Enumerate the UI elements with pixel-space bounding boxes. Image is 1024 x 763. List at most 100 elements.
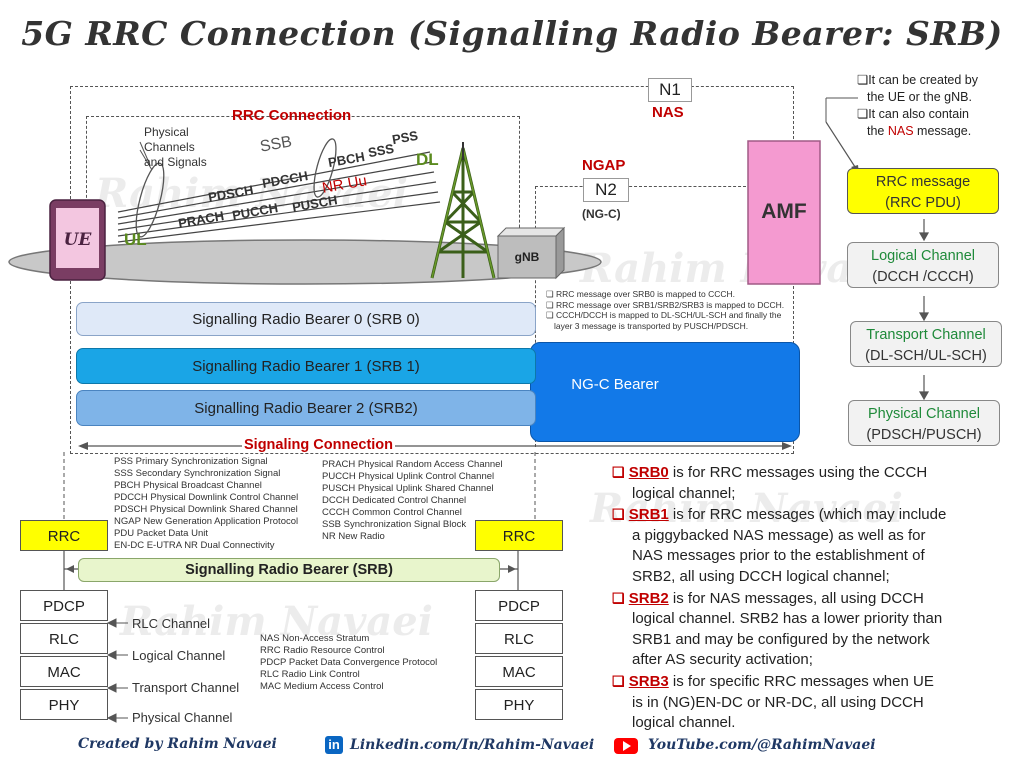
abbr-item: RRC Radio Resource Control: [260, 645, 385, 656]
srb2-desc: ❏ SRB2 is for NAS messages, all using DC…: [612, 588, 1017, 671]
transport-channel-box: Transport Channel (DL-SCH/UL-SCH): [850, 321, 1002, 367]
srb-text: is for RRC messages (which may include: [668, 506, 947, 524]
srb-text: is in (NG)EN-DC or NR-DC, all using DCCH: [632, 693, 924, 711]
flow-head: Physical Channel: [867, 406, 981, 422]
n1-label: N1: [648, 78, 692, 102]
transport-channel-label: Transport Channel: [132, 680, 240, 695]
mapping-note: ❏ RRC message over SRB1/SRB2/SRB3 is map…: [546, 299, 785, 310]
srb1-desc: ❏ SRB1 is for RRC messages (which may in…: [612, 504, 1017, 587]
mapping-notes: ❏ RRC message over SRB0 is mapped to CCC…: [546, 289, 784, 331]
abbr-item: PDU Packet Data Unit: [114, 528, 208, 539]
srb-text: after AS security activation;: [632, 651, 813, 669]
rrc-connection-frame: [86, 116, 520, 267]
ue-phy-layer: PHY: [20, 689, 108, 720]
abbr-item: CCCH Common Control Channel: [322, 507, 462, 518]
abbr-item: PDCCH Physical Downlink Control Channel: [114, 492, 299, 503]
abbr-item: NGAP New Generation Application Protocol: [114, 516, 299, 527]
pc-line: and Signals: [144, 155, 207, 169]
amf-notes: ❏It can be created by the UE or the gNB.…: [857, 72, 1017, 140]
page-title: 5G RRC Connection (Signalling Radio Bear…: [21, 14, 1003, 53]
abbr-item: MAC Medium Access Control: [260, 681, 384, 692]
abbr-item: RLC Radio Link Control: [260, 669, 360, 680]
ng-c-bearer-label: NG-C Bearer: [571, 376, 659, 393]
note-line: ❏It can be created by: [857, 73, 978, 87]
flow-sub: (DCCH /CCCH): [872, 269, 974, 285]
gnb-phy-layer: PHY: [475, 689, 563, 720]
checkbox-icon: ❏: [612, 672, 625, 689]
ue-device: UE: [63, 230, 92, 250]
srb-key: SRB2: [628, 589, 669, 607]
signaling-connection-label: Signaling Connection: [242, 437, 396, 453]
abbr-list-bottom: NAS Non-Access Stratum RRC Radio Resourc…: [260, 633, 437, 693]
srb0-bearer: Signalling Radio Bearer 0 (SRB 0): [76, 302, 536, 336]
nas-label: NAS: [652, 104, 684, 121]
physical-channel-box: Physical Channel (PDSCH/PUSCH): [848, 400, 1000, 446]
srb-text: logical channel. SRB2 has a lower priori…: [632, 610, 943, 628]
rrc-connection-label: RRC Connection: [232, 107, 352, 124]
watermark: Rahim Navaei: [590, 485, 903, 532]
note-line: ❏It can also contain: [857, 107, 969, 121]
srb-text: logical channel;: [632, 484, 736, 502]
pc-line: Channels: [144, 140, 195, 154]
checkbox-icon: ❏: [612, 464, 625, 480]
abbr-item: PUCCH Physical Uplink Control Channel: [322, 471, 495, 482]
srb-bar: Signalling Radio Bearer (SRB): [78, 558, 500, 582]
srb-text: is for RRC messages using the CCCH: [668, 464, 928, 481]
pc-line: Physical: [144, 125, 189, 139]
mapping-note: ❏ RRC message over SRB0 is mapped to CCC…: [546, 289, 736, 299]
abbr-item: DCCH Dedicated Control Channel: [322, 495, 467, 506]
srb-text: SRB1 and may be configured by the networ…: [632, 630, 930, 648]
srb3-desc: ❏ SRB3 is for specific RRC messages when…: [612, 671, 1017, 734]
ue-mac-layer: MAC: [20, 656, 108, 687]
srb-text: logical channel.: [632, 714, 736, 732]
srb-key: SRB1: [628, 506, 669, 524]
srb-text: is for specific RRC messages when UE: [668, 672, 934, 690]
srb-key: SRB3: [628, 672, 669, 690]
physical-channel-label: Physical Channel: [132, 710, 233, 725]
amf-node: AMF: [761, 200, 807, 223]
ue-rlc-layer: RLC: [20, 623, 108, 654]
srb-key: SRB0: [628, 464, 669, 481]
ng-c-label: (NG-C): [582, 207, 621, 221]
abbr-item: PUSCH Physical Uplink Shared Channel: [322, 483, 494, 494]
abbr-item: PDSCH Physical Downlink Shared Channel: [114, 504, 298, 515]
srb-text: a piggybacked NAS message) as well as fo…: [632, 526, 926, 544]
flow-sub: (PDSCH/PUSCH): [866, 427, 982, 443]
gnb-pdcp-layer: PDCP: [475, 590, 563, 621]
ul-label: UL: [124, 230, 147, 249]
checkbox-icon: ❏: [612, 506, 625, 523]
srb-text: SRB2, all using DCCH logical channel;: [632, 567, 890, 585]
flow-head: Transport Channel: [866, 327, 986, 343]
abbr-item: PDCP Packet Data Convergence Protocol: [260, 657, 438, 668]
ng-c-bearer: [530, 342, 800, 442]
abbr-item: SSB Synchronization Signal Block: [322, 519, 467, 530]
mapping-note: layer 3 message is transported by PUSCH/…: [554, 320, 749, 331]
logical-channel-box: Logical Channel (DCCH /CCCH): [847, 242, 999, 288]
abbr-item: NAS Non-Access Stratum: [260, 633, 370, 644]
abbr-item: NR New Radio: [322, 531, 385, 542]
abbr-item: PBCH Physical Broadcast Channel: [114, 480, 262, 491]
checkbox-icon: ❏: [612, 589, 625, 606]
ngap-label: NGAP: [582, 157, 626, 174]
flow-head: RRC message: [875, 174, 971, 190]
gnb-rrc-layer: RRC: [475, 520, 563, 551]
gnb-rlc-layer: RLC: [475, 623, 563, 654]
srb-text: is for NAS messages, all using DCCH: [668, 589, 924, 607]
linkedin-icon: in: [328, 737, 340, 752]
abbr-item: SSS Secondary Synchronization Signal: [114, 468, 281, 479]
youtube-link[interactable]: YouTube.com/@RahimNavaei: [648, 737, 876, 753]
abbr-list-right: PRACH Physical Random Access Channel PUC…: [322, 459, 503, 543]
flow-sub: (RRC PDU): [885, 195, 961, 211]
watermark: Rahim Navaei: [120, 598, 433, 645]
linkedin-link[interactable]: Linkedin.com/In/Rahim-Navaei: [350, 737, 595, 753]
abbr-item: PRACH Physical Random Access Channel: [322, 459, 503, 470]
physical-channels-label: Physical Channels and Signals: [144, 125, 207, 170]
srb0-desc: ❏ SRB0 is for RRC messages using the CCC…: [612, 462, 1017, 504]
n2-label: N2: [583, 178, 629, 202]
flow-sub: (DL-SCH/UL-SCH): [865, 348, 987, 364]
ue-rrc-layer: RRC: [20, 520, 108, 551]
note-line: the NAS message.: [867, 124, 972, 138]
srb-descriptions: ❏ SRB0 is for RRC messages using the CCC…: [612, 462, 1017, 734]
logical-channel-label: Logical Channel: [132, 648, 226, 663]
gnb-node: gNB: [514, 250, 540, 264]
